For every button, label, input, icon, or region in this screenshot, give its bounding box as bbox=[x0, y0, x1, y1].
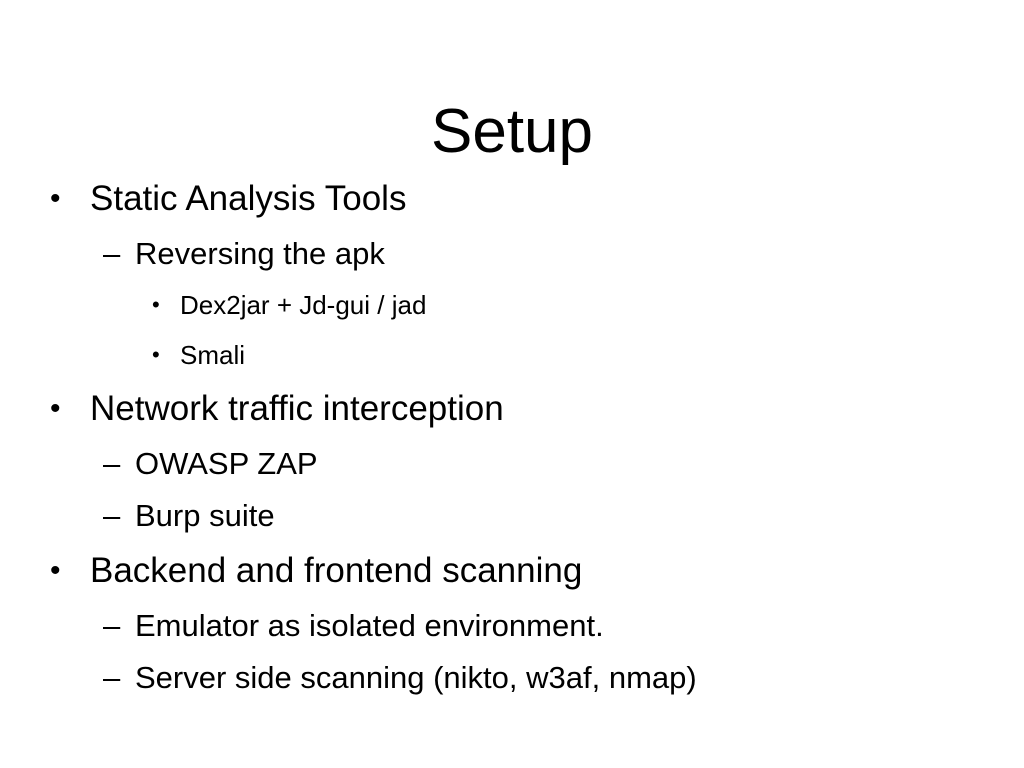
list-item: • Smali bbox=[0, 330, 1024, 380]
list-item: • Static Analysis Tools bbox=[0, 170, 1024, 228]
bullet-dash-icon: – bbox=[103, 498, 121, 533]
bullet-marker-icon: • bbox=[50, 554, 61, 587]
bullet-dash-icon: – bbox=[103, 446, 121, 481]
bullet-marker-icon: • bbox=[50, 392, 61, 425]
list-item: • Network traffic interception bbox=[0, 380, 1024, 438]
list-item-label: Backend and frontend scanning bbox=[90, 551, 583, 590]
list-item-label: Network traffic interception bbox=[90, 389, 504, 428]
list-item: – OWASP ZAP bbox=[0, 438, 1024, 490]
bullet-dash-icon: – bbox=[103, 236, 121, 271]
list-item-label: Burp suite bbox=[135, 498, 275, 533]
list-item-label: Server side scanning (nikto, w3af, nmap) bbox=[135, 660, 697, 695]
list-item-label: Static Analysis Tools bbox=[90, 179, 407, 218]
bullet-marker-icon: • bbox=[152, 292, 160, 317]
list-item: – Emulator as isolated environment. bbox=[0, 600, 1024, 652]
list-item-label: Smali bbox=[180, 340, 246, 370]
list-item: • Backend and frontend scanning bbox=[0, 542, 1024, 600]
list-item-label: Reversing the apk bbox=[135, 236, 385, 271]
bullet-dash-icon: – bbox=[103, 660, 121, 695]
list-item: – Reversing the apk bbox=[0, 228, 1024, 280]
bullet-marker-icon: • bbox=[152, 342, 160, 367]
list-item-label: Dex2jar + Jd-gui / jad bbox=[180, 290, 427, 320]
bullet-marker-icon: • bbox=[50, 182, 61, 215]
list-item: – Burp suite bbox=[0, 490, 1024, 542]
list-item: • Dex2jar + Jd-gui / jad bbox=[0, 280, 1024, 330]
page-title: Setup bbox=[430, 96, 594, 166]
slide-content-body: • Static Analysis Tools – Reversing the … bbox=[0, 170, 1024, 704]
list-item-label: Emulator as isolated environment. bbox=[135, 608, 604, 643]
list-item: – Server side scanning (nikto, w3af, nma… bbox=[0, 652, 1024, 704]
bullet-dash-icon: – bbox=[103, 608, 121, 643]
list-item-label: OWASP ZAP bbox=[135, 446, 318, 481]
